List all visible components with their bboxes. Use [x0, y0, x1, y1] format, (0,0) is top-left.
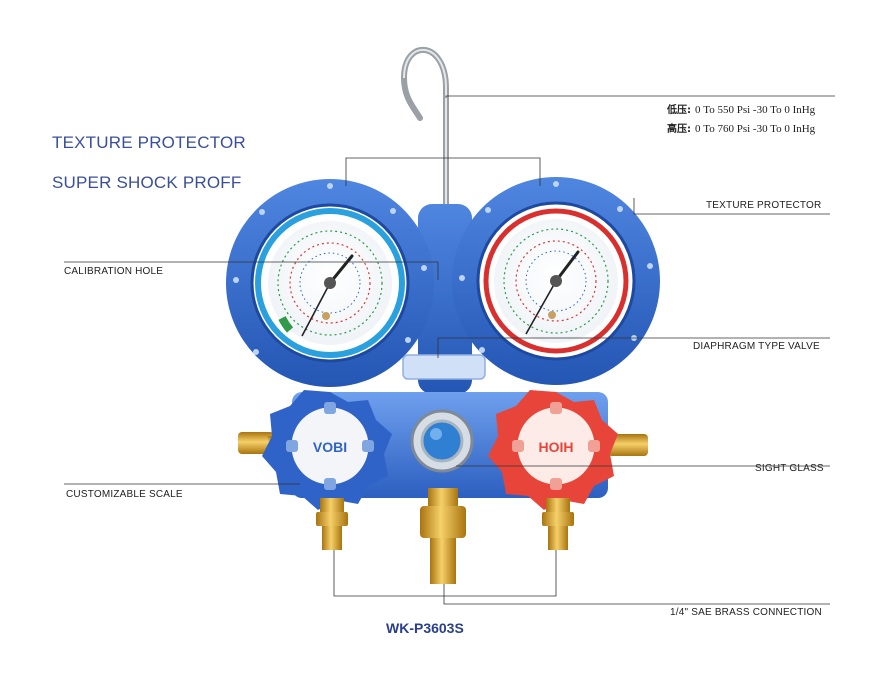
low-pressure-gauge	[226, 179, 434, 387]
sight-glass	[410, 409, 474, 473]
callout-calibration-hole: CALIBRATION HOLE	[64, 266, 164, 277]
leader-brass	[443, 584, 830, 605]
calibration-hole-right	[548, 311, 556, 319]
diaphragm-window	[402, 354, 486, 380]
low-pressure-prefix: 低压:	[667, 105, 691, 116]
hanging-hook	[400, 47, 449, 213]
model-number: WK-P3603S	[386, 620, 464, 636]
callout-brass-connection: 1/4" SAE BRASS CONNECTION	[670, 607, 822, 618]
headline-texture-protector: TEXTURE PROTECTOR	[52, 133, 246, 152]
headline-super-shock-proff: SUPER SHOCK PROFF	[52, 173, 242, 192]
bottom-left-fitting	[316, 498, 348, 550]
right-knob-text: HOIH	[539, 439, 574, 455]
high-pressure-spec: 高压: 0 To 760 Psi -30 To 0 InHg	[667, 120, 815, 135]
left-side-fitting	[238, 432, 274, 454]
bottom-right-fitting	[542, 498, 574, 550]
low-side-knob: VOBI	[262, 390, 392, 510]
bracket-bottom	[333, 550, 557, 597]
callout-sight-glass: SIGHT GLASS	[755, 463, 824, 474]
leader-lines	[64, 95, 835, 605]
leader-diaphragm	[437, 337, 830, 358]
low-pressure-spec: 低压: 0 To 550 Psi -30 To 0 InHg	[667, 101, 815, 116]
leader-texture	[633, 198, 830, 215]
left-knob-text: VOBI	[313, 439, 347, 455]
bracket-top	[345, 157, 541, 186]
callout-diaphragm-valve: DIAPHRAGM TYPE VALVE	[693, 341, 820, 352]
callout-customizable-scale: CUSTOMIZABLE SCALE	[66, 489, 183, 500]
bottom-center-fitting	[420, 488, 466, 584]
high-pressure-prefix: 高压:	[667, 124, 691, 135]
leader-spec	[445, 95, 835, 98]
low-pressure-range: 0 To 550 Psi -30 To 0 InHg	[695, 104, 816, 116]
callout-texture-protector: TEXTURE PROTECTOR	[706, 200, 822, 211]
high-pressure-gauge	[452, 177, 660, 385]
high-pressure-range: 0 To 760 Psi -30 To 0 InHg	[695, 123, 816, 135]
calibration-hole-left	[322, 312, 330, 320]
right-side-fitting	[608, 434, 648, 456]
